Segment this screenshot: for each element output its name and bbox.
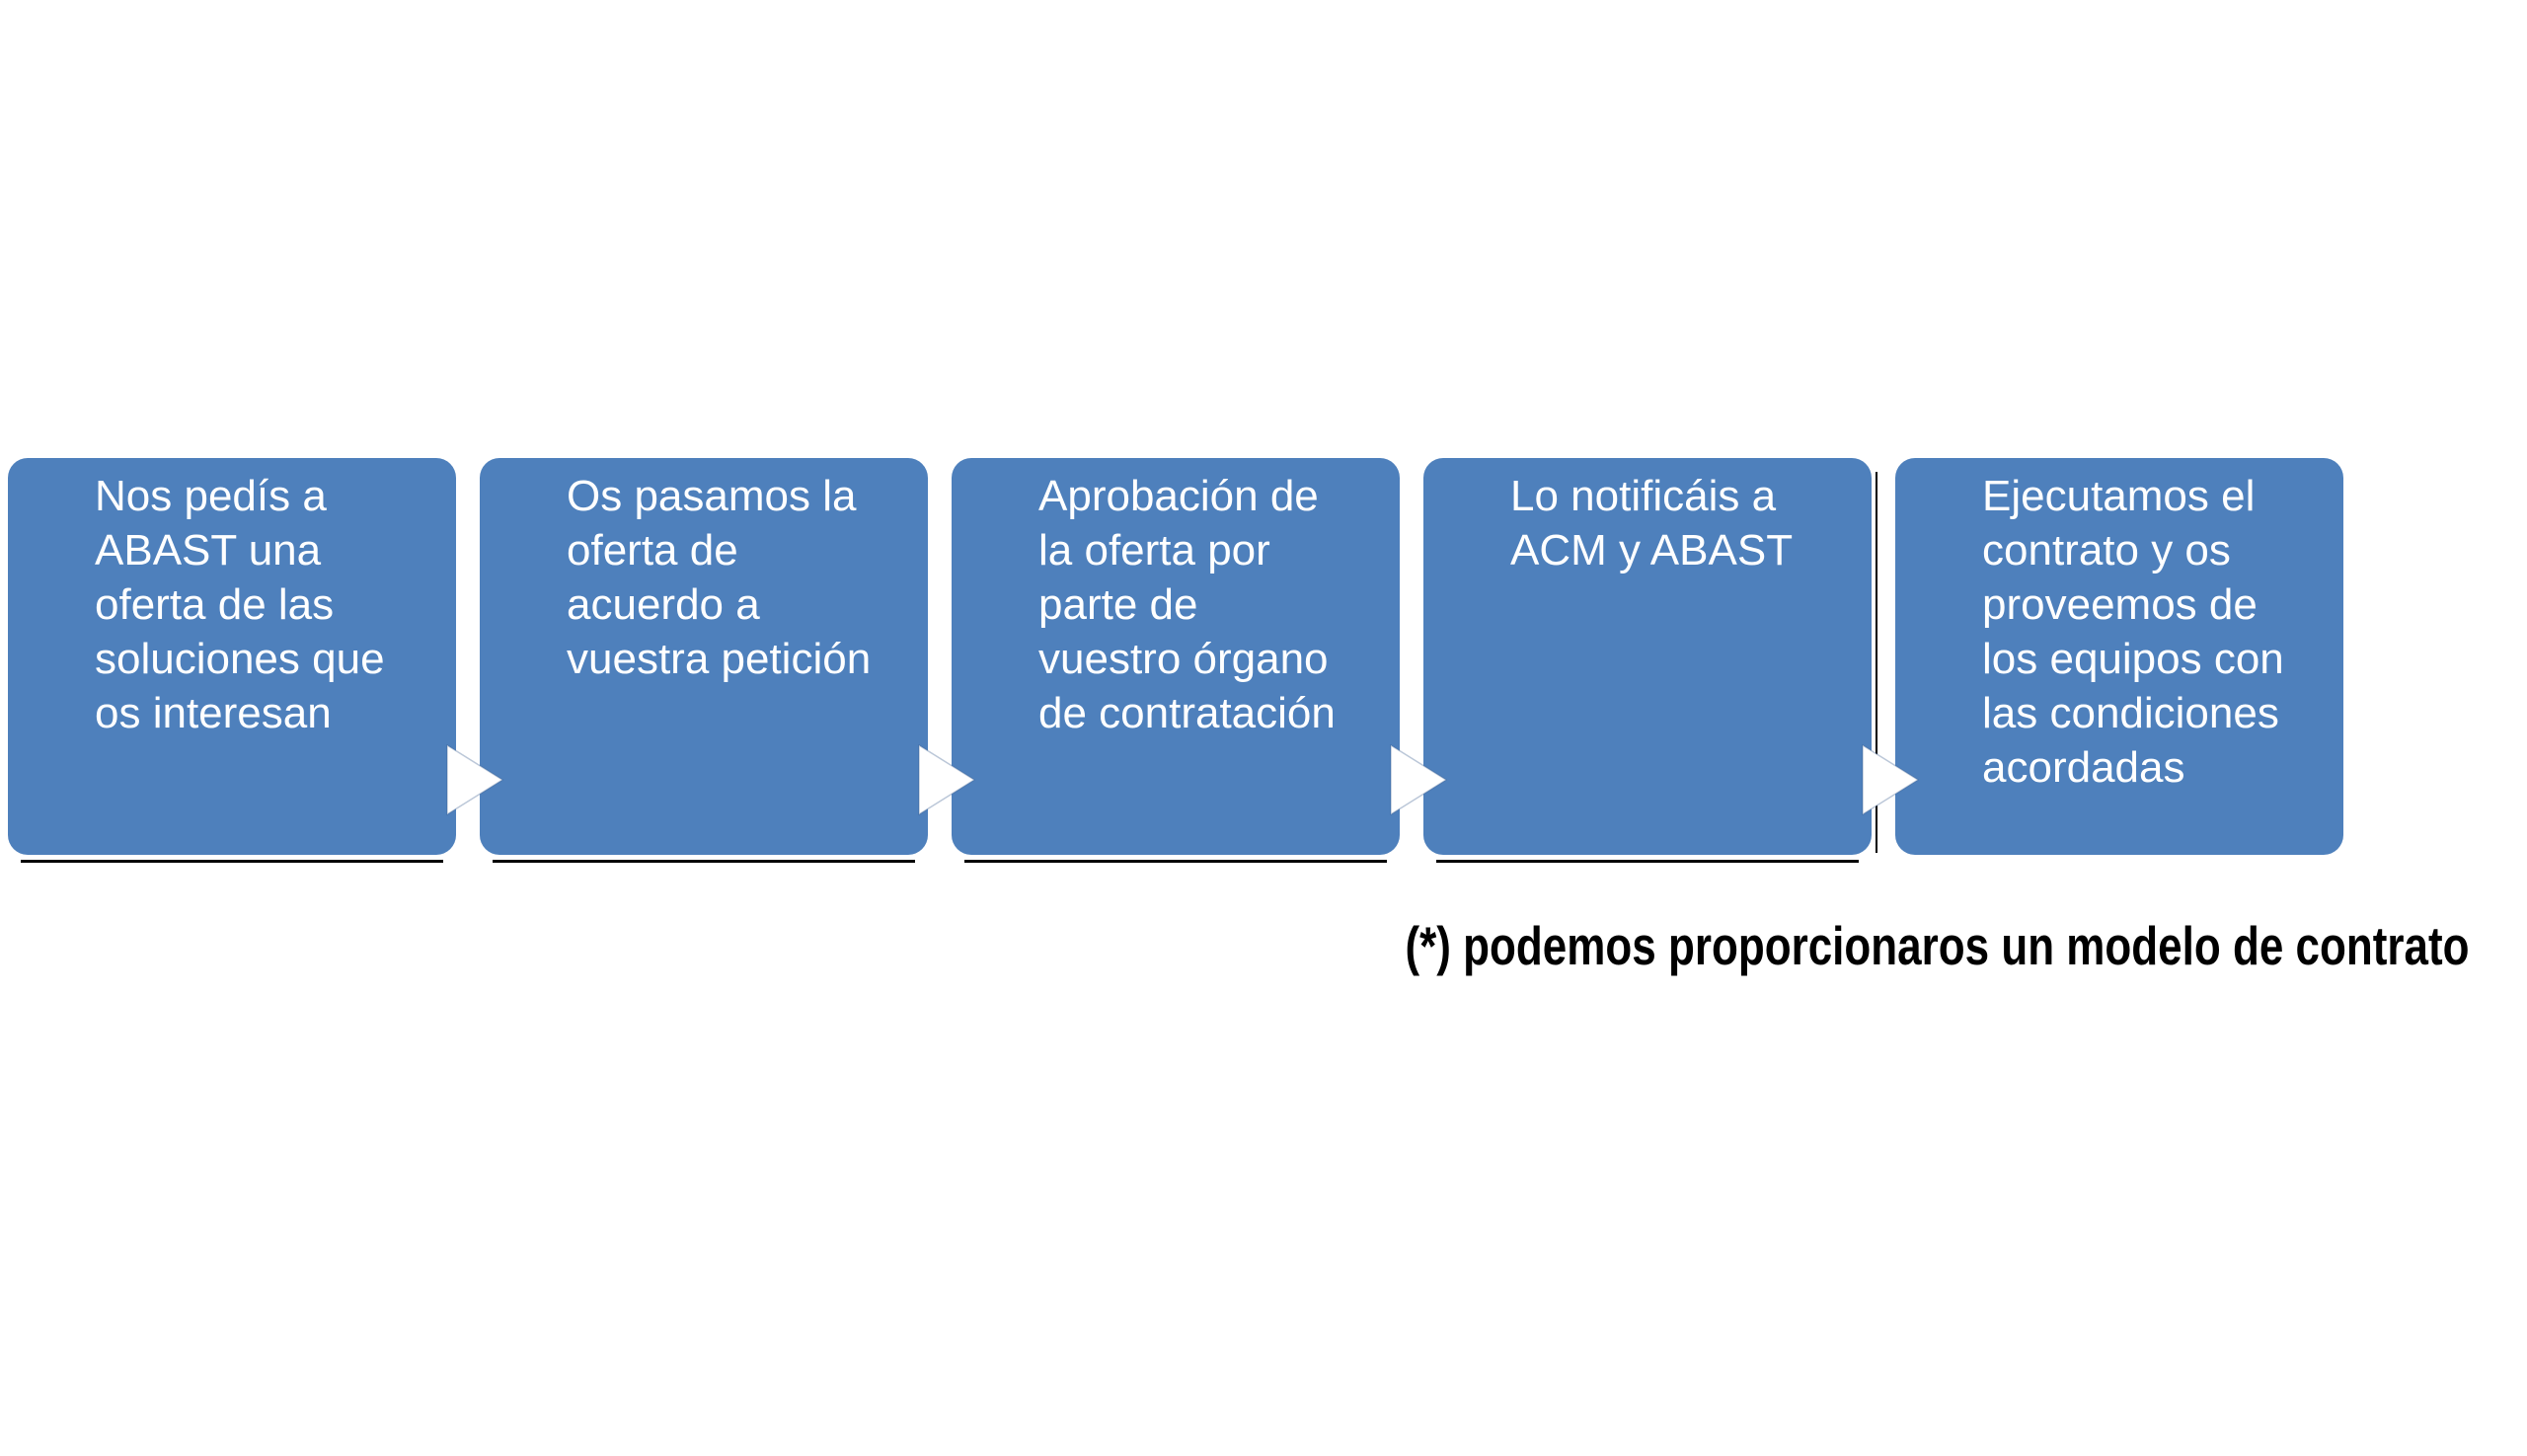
process-step-2: Os pasamos la oferta de acuerdo a vuestr… — [480, 458, 928, 855]
step-underline — [1436, 860, 1859, 863]
arrow-right-icon — [1390, 744, 1447, 815]
step-label: Nos pedís a ABAST una oferta de las solu… — [95, 472, 385, 737]
process-step-1: Nos pedís a ABAST una oferta de las solu… — [8, 458, 456, 855]
process-step-5: Ejecutamos el contrato y os proveemos de… — [1895, 458, 2343, 855]
arrow-right-icon — [446, 744, 503, 815]
step-underline — [21, 860, 443, 863]
step-label: Ejecutamos el contrato y os proveemos de… — [1982, 472, 2284, 792]
divider-line — [1876, 472, 1877, 853]
step-underline — [493, 860, 915, 863]
process-step-3: Aprobación de la oferta por parte de vue… — [952, 458, 1400, 855]
step-underline — [964, 860, 1387, 863]
process-step-4: Lo notificáis a ACM y ABAST — [1423, 458, 1872, 855]
step-label: Os pasamos la oferta de acuerdo a vuestr… — [567, 472, 872, 683]
step-label: Lo notificáis a ACM y ABAST — [1510, 472, 1794, 575]
step-label: Aprobación de la oferta por parte de vue… — [1038, 472, 1336, 737]
footnote-text: (*) podemos proporcionaros un modelo de … — [1405, 915, 2470, 976]
arrow-right-icon — [1862, 744, 1919, 815]
arrow-right-icon — [918, 744, 975, 815]
